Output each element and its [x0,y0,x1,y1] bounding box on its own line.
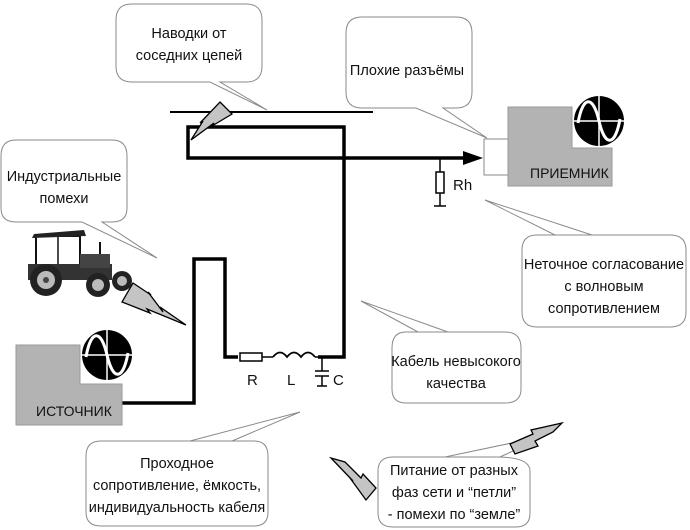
callout-crosstalk-line-2: соседних цепей [136,48,243,64]
source-block: ИСТОЧНИК [15,330,132,426]
callout-low-quality-cable-line-1: Кабель невысокого [391,354,521,370]
source-label: ИСТОЧНИК [36,403,113,419]
load-resistor: Rh [434,158,472,207]
callout-ground-loops: Питание от разных фаз сети и “петли” - п… [377,435,546,528]
lightning-bolt-icon-industrial [121,282,187,326]
lightning-bolt-icon-ground-right [509,421,565,455]
receiver-sine-wave-icon [574,96,624,146]
capacitor-label: C [333,372,344,389]
callout-crosstalk-line-1: Наводки от [151,26,226,42]
callout-cable-properties-line-1: Проходное [140,456,214,472]
callout-impedance-mismatch-line-2: с волновым [564,279,643,295]
resistor-symbol [239,352,263,362]
lightning-bolt-icon-ground-left [328,456,377,502]
cable-wiring [122,125,466,405]
callout-industrial-noise: Индустриальные помехи [0,139,158,259]
receiver-label: ПРИЕМНИК [530,165,610,181]
wire-source-out [122,257,238,405]
callout-bad-connectors-line-1: Плохие разъёмы [350,63,464,79]
lightning-bolts [121,101,565,502]
callout-industrial-noise-line-2: помехи [40,191,89,207]
source-body [15,344,123,426]
callout-ground-loops-line-2: фаз сети и “петли” [392,485,516,501]
inductor-symbol [272,351,316,359]
rlc-network: R L C [239,351,344,389]
callout-crosstalk: Наводки от соседних цепей [115,3,268,111]
load-resistor-label: Rh [453,177,472,194]
capacitor-symbol [315,357,329,387]
signal-arrow-icon [463,151,483,165]
callout-impedance-mismatch-line-1: Неточное согласование [524,257,684,273]
resistor-label: R [247,372,258,389]
callout-cable-properties: Проходное сопротивление, ёмкость, индиви… [85,411,301,527]
load-resistor-symbol [435,171,445,194]
callout-ground-loops-line-3: - помехи по “земле” [388,507,521,523]
callout-low-quality-cable: Кабель невысокого качества [360,300,522,404]
inductor-label: L [287,372,295,389]
callout-impedance-mismatch-line-3: сопротивлением [548,301,660,317]
callout-bad-connectors: Плохие разъёмы [345,16,488,139]
receiver-block: ПРИЕМНИК [483,96,624,187]
callout-cable-properties-line-3: индивидуальность кабеля [89,500,265,516]
wire-return [186,125,466,359]
receiver-body [507,106,613,187]
tractor-icon [28,230,132,297]
callout-industrial-noise-line-1: Индустриальные [7,169,122,185]
callout-low-quality-cable-line-2: качества [426,376,486,392]
callout-cable-properties-line-2: сопротивление, ёмкость, [93,478,261,494]
callout-impedance-mismatch: Неточное согласование с волновым сопроти… [484,199,687,328]
receiver-connector [483,138,510,176]
callout-ground-loops-line-1: Питание от разных [390,463,519,479]
source-sine-wave-icon [82,330,132,380]
lightning-bolt-icon-crosstalk [190,101,234,141]
